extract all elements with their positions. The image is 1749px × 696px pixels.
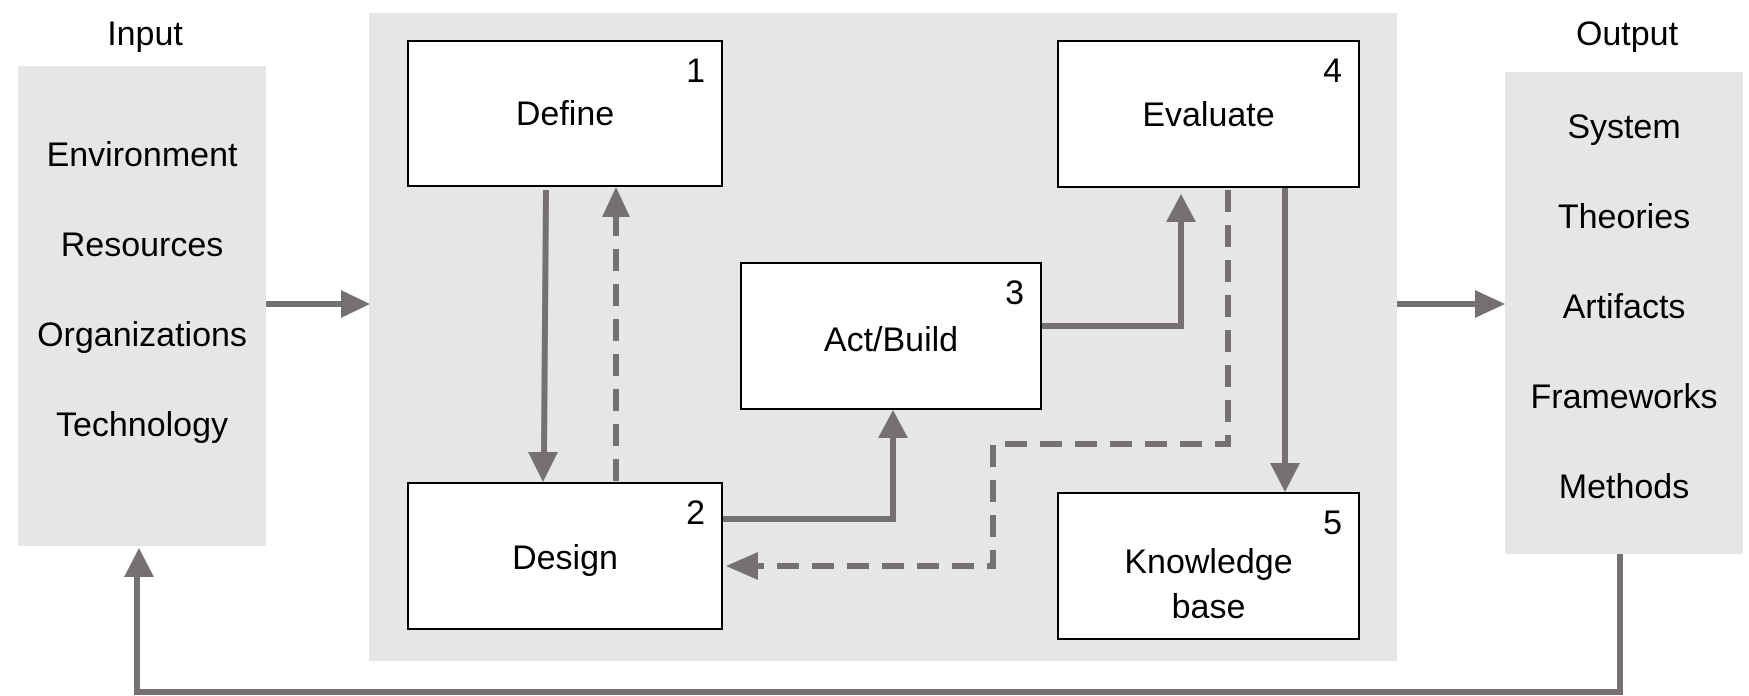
step-define-label: Define bbox=[515, 95, 615, 133]
step-design-box: 2 Design bbox=[407, 482, 723, 630]
output-item-methods: Methods bbox=[1558, 468, 1690, 506]
output-item-artifacts: Artifacts bbox=[1562, 288, 1686, 326]
step-knowledge-label-line1: Knowledge bbox=[1124, 543, 1293, 581]
step-define-box: 1 Define bbox=[407, 40, 723, 187]
output-item-theories: Theories bbox=[1557, 198, 1691, 236]
step-act-number: 3 bbox=[1005, 274, 1024, 312]
step-knowledge-number: 5 bbox=[1323, 504, 1342, 542]
output-item-system: System bbox=[1567, 108, 1681, 146]
arrow-input-to-process bbox=[266, 290, 370, 318]
arrow-process-to-output bbox=[1397, 290, 1505, 318]
arrow-act-to-evaluate bbox=[1041, 194, 1196, 329]
input-item-technology: Technology bbox=[55, 406, 228, 444]
input-item-environment: Environment bbox=[46, 136, 238, 174]
step-define-number: 1 bbox=[686, 52, 705, 90]
step-act-box: 3 Act/Build bbox=[740, 262, 1042, 410]
step-evaluate-label: Evaluate bbox=[1142, 96, 1275, 134]
step-evaluate-number: 4 bbox=[1323, 52, 1342, 90]
input-panel: Environment Resources Organizations Tech… bbox=[18, 66, 266, 546]
step-knowledge-box: 5 Knowledge base bbox=[1057, 492, 1360, 640]
arrow-design-to-define-head bbox=[602, 187, 630, 217]
arrow-define-to-design bbox=[528, 190, 558, 482]
step-act-label: Act/Build bbox=[823, 321, 959, 359]
arrow-evaluate-to-knowledge bbox=[1270, 188, 1300, 492]
step-evaluate-box: 4 Evaluate bbox=[1057, 40, 1360, 188]
input-item-organizations: Organizations bbox=[37, 316, 247, 354]
input-heading: Input bbox=[107, 15, 183, 53]
step-design-label: Design bbox=[512, 539, 618, 577]
input-item-resources: Resources bbox=[60, 226, 224, 264]
output-item-frameworks: Frameworks bbox=[1530, 378, 1718, 416]
output-heading: Output bbox=[1575, 15, 1679, 53]
arrow-evaluate-to-design-head bbox=[726, 552, 758, 580]
output-panel: System Theories Artifacts Frameworks Met… bbox=[1505, 72, 1743, 554]
arrow-output-to-input bbox=[124, 548, 1623, 695]
step-design-number: 2 bbox=[686, 494, 705, 532]
step-knowledge-label-line2: base bbox=[1171, 588, 1246, 626]
arrow-design-to-act bbox=[723, 410, 908, 522]
